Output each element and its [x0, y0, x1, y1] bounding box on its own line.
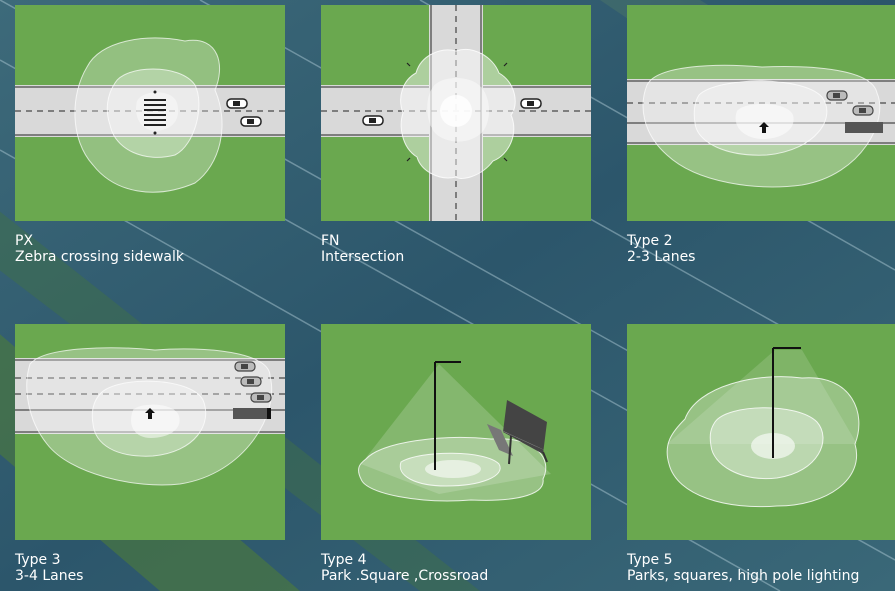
- truck-icon: [845, 122, 883, 133]
- tile-code: FN: [321, 233, 404, 249]
- car-icon: [241, 117, 261, 126]
- car-icon: [227, 99, 247, 108]
- tile-code: PX: [15, 233, 184, 249]
- car-icon: [251, 393, 271, 402]
- car-icon: [241, 377, 261, 386]
- tile-code: Type 5: [627, 552, 859, 568]
- tile-description: Parks, squares, high pole lighting: [627, 568, 859, 584]
- tile-description: Park .Square ,Crossroad: [321, 568, 488, 584]
- tile-type-4: [321, 324, 591, 540]
- tile-type-3: [15, 324, 285, 540]
- tile-px-zebra-crossing: [15, 5, 285, 221]
- two-three-lane-road-illustration: [627, 5, 895, 221]
- tile-fn-intersection: [321, 5, 591, 221]
- truck-icon: [233, 408, 271, 419]
- tile-type-5: [627, 324, 895, 540]
- high-pole-lamp-illustration: [627, 324, 895, 540]
- car-icon: [235, 362, 255, 371]
- tile-description: 2-3 Lanes: [627, 249, 695, 265]
- caption-type-3: Type 3 3-4 Lanes: [15, 552, 83, 584]
- park-lamp-bench-illustration: [321, 324, 591, 540]
- car-icon: [363, 116, 383, 125]
- tile-code: Type 2: [627, 233, 695, 249]
- caption-type-4: Type 4 Park .Square ,Crossroad: [321, 552, 488, 584]
- caption-type-2: Type 2 2-3 Lanes: [627, 233, 695, 265]
- car-icon: [521, 99, 541, 108]
- car-icon: [827, 91, 847, 100]
- caption-type-5: Type 5 Parks, squares, high pole lightin…: [627, 552, 859, 584]
- car-icon: [853, 106, 873, 115]
- tile-description: Intersection: [321, 249, 404, 265]
- tile-description: 3-4 Lanes: [15, 568, 83, 584]
- tile-code: Type 4: [321, 552, 488, 568]
- three-four-lane-road-illustration: [15, 324, 285, 540]
- tile-description: Zebra crossing sidewalk: [15, 249, 184, 265]
- caption-px: PX Zebra crossing sidewalk: [15, 233, 184, 265]
- tile-type-2: [627, 5, 895, 221]
- zebra-crossing-illustration: [15, 5, 285, 221]
- intersection-illustration: [321, 5, 591, 221]
- caption-fn: FN Intersection: [321, 233, 404, 265]
- tile-code: Type 3: [15, 552, 83, 568]
